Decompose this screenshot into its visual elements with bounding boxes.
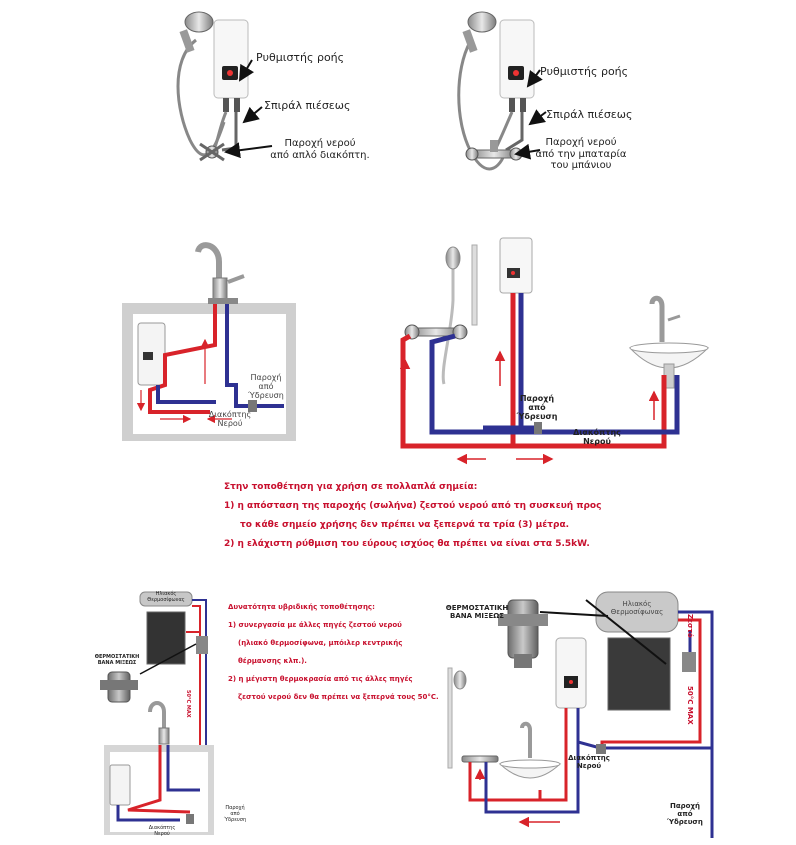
bottom-right-diagram bbox=[447, 591, 714, 838]
middle-right-diagram bbox=[399, 237, 710, 465]
kitchen-faucet-icon bbox=[195, 242, 245, 304]
hot-water-pipe bbox=[148, 304, 217, 414]
pressure-spiral-label: Σπιράλ πιέσεως bbox=[546, 108, 633, 121]
multipoint-heading: Στην τοποθέτηση για χρήση σε πολλαπλά ση… bbox=[224, 482, 478, 492]
multipoint-line-3: 2) η ελάχιστη ρύθμιση του εύρους ισχύος … bbox=[224, 539, 590, 549]
kitchen-faucet-icon bbox=[148, 701, 170, 745]
thermostatic-valve-icon bbox=[498, 599, 548, 668]
water-switch-label: Διακόπτης Νερού bbox=[573, 428, 621, 447]
thermostatic-valve-label: ΘΕΡΜΟΣΤΑΤΙΚΗ ΒΑΝΑ ΜΙΞΕΩΣ bbox=[94, 654, 140, 666]
hybrid-line-5: ζεστού νερού δεν θα πρέπει να ξεπερνά το… bbox=[238, 693, 439, 701]
multipoint-line-1: 1) η απόσταση της παροχής (σωλήνα) ζεστο… bbox=[224, 501, 602, 511]
shower-hose bbox=[441, 255, 455, 385]
mixing-valve-icon bbox=[196, 636, 208, 654]
cold-water-pipe bbox=[678, 610, 714, 838]
max-temp-label: 50°C MAX bbox=[185, 690, 191, 718]
top-right-diagram bbox=[457, 11, 547, 171]
middle-left-diagram bbox=[122, 242, 296, 441]
mains-supply-label: Παροχή από Ύδρευση bbox=[667, 802, 703, 827]
shower-set-icon bbox=[447, 667, 499, 769]
mains-supply-label: Παροχή από Ύδρευση bbox=[516, 394, 558, 422]
water-switch-label: Διακόπτης Νερού bbox=[148, 825, 176, 837]
solar-panel bbox=[607, 637, 671, 711]
washbasin-icon bbox=[498, 721, 562, 779]
multipoint-note: Στην τοποθέτηση για χρήση σε πολλαπλά ση… bbox=[224, 478, 601, 554]
pressure-spiral-label: Σπιράλ πιέσεως bbox=[264, 99, 351, 112]
water-switch-label: Διακόπτης Νερού bbox=[208, 410, 252, 429]
water-supply-label: Παροχή νερού από την μπαταρία του μπάνιο… bbox=[535, 137, 627, 171]
multipoint-line-2: το κάθε σημείο χρήσης δεν πρέπει να ξεπε… bbox=[240, 520, 570, 530]
flow-regulator-label: Ρυθμιστής ροής bbox=[540, 65, 629, 78]
washbasin-icon bbox=[628, 295, 710, 389]
thermostatic-valve-icon bbox=[100, 671, 138, 703]
water-heater-unit bbox=[109, 764, 131, 806]
water-heater-unit bbox=[213, 19, 249, 99]
simple-tap-icon bbox=[199, 142, 225, 162]
solar-heater-label: Ηλιακός Θερμοσίφωνας bbox=[147, 591, 185, 603]
shower-head-icon bbox=[184, 11, 214, 33]
hot-label: Ζεστό bbox=[686, 614, 694, 638]
hybrid-line-4: 2) η μέγιστη θερμοκρασία από τις άλλες π… bbox=[228, 675, 413, 683]
water-supply-label: Παροχή νερού από απλό διακόπτη. bbox=[270, 138, 370, 161]
hybrid-heading: Δυνατότητα υβριδικής τοποθέτησης: bbox=[228, 603, 375, 611]
max-temp-label: 50°C MAX bbox=[686, 686, 694, 725]
water-heater-unit bbox=[555, 637, 587, 709]
solar-panel bbox=[146, 611, 186, 665]
mains-supply-label: Παροχή από Ύδρευση bbox=[223, 805, 247, 823]
pointer-line bbox=[585, 599, 667, 665]
solar-heater-label: Ηλιακός Θερμοσίφωνας bbox=[610, 600, 664, 617]
water-switch-label: Διακόπτης Νερού bbox=[568, 754, 610, 771]
thermostatic-valve-label: ΘΕΡΜΟΣΤΑΤΙΚΗ ΒΑΝΑ ΜΙΞΕΩΣ bbox=[445, 604, 509, 621]
hybrid-line-1: 1) συνεργασία με άλλες πηγές ζεστού νερο… bbox=[228, 621, 402, 629]
water-heater-unit bbox=[499, 237, 533, 294]
flow-regulator-label: Ρυθμιστής ροής bbox=[256, 51, 345, 64]
hybrid-note: Δυνατότητα υβριδικής τοποθέτησης: 1) συν… bbox=[228, 598, 439, 706]
wall-mixer-icon bbox=[404, 324, 468, 340]
bath-mixer-icon bbox=[465, 140, 523, 161]
hybrid-line-3: θέρμανσης κλπ.). bbox=[238, 657, 307, 665]
hot-water-pipe bbox=[400, 293, 516, 449]
shower-head-icon bbox=[467, 11, 497, 33]
bottom-left-diagram bbox=[100, 591, 214, 835]
shower-head-icon bbox=[445, 246, 461, 270]
mixing-valve-icon bbox=[682, 652, 696, 672]
mains-supply-label: Παροχή από Ύδρευση bbox=[248, 373, 284, 401]
hybrid-line-2: (ηλιακό θερμοσίφωνα, μπόιλερ κεντρικής bbox=[238, 639, 403, 647]
top-left-diagram bbox=[176, 11, 273, 162]
